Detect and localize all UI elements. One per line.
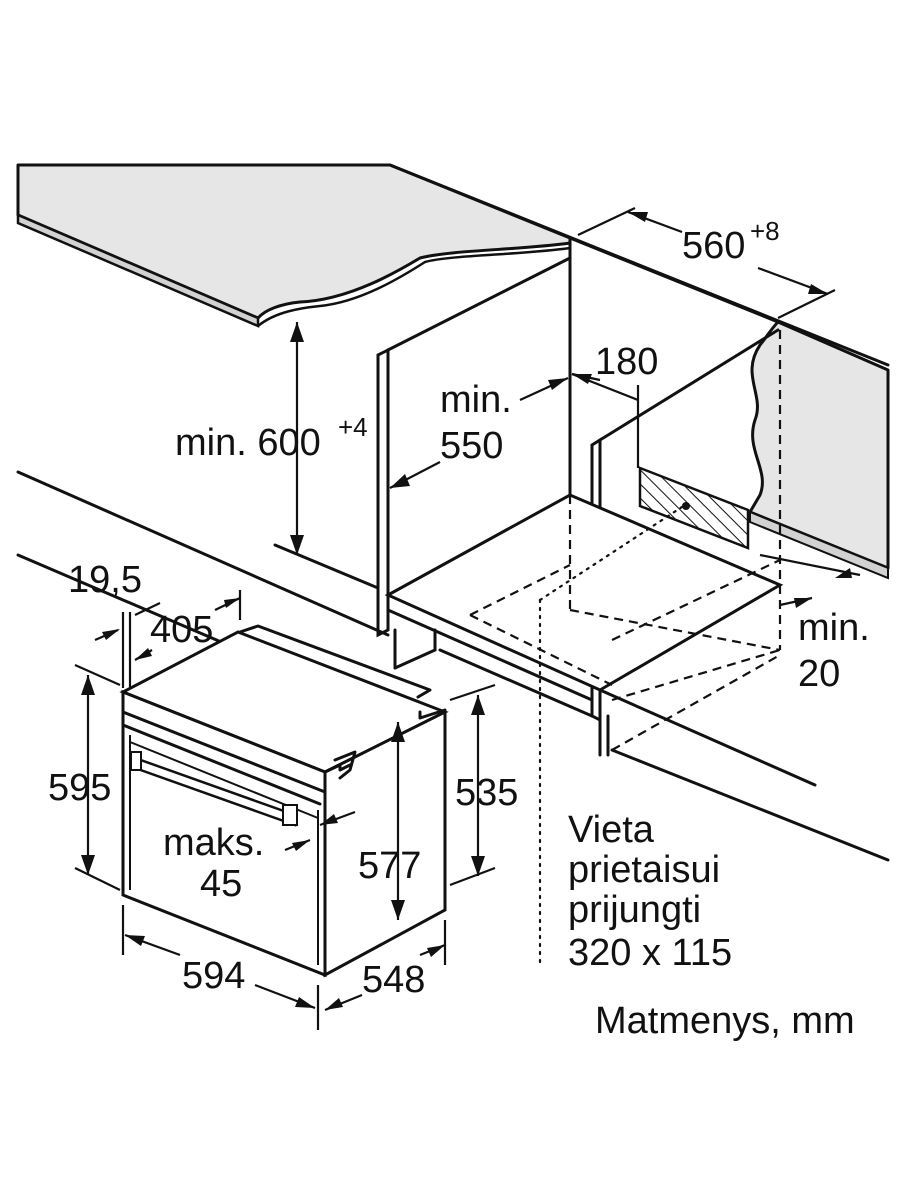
- label-handle-2: 45: [200, 863, 242, 905]
- label-socket-offset: 180: [595, 341, 658, 383]
- oven: [119, 624, 449, 978]
- label-niche-width-tolerance: +8: [750, 216, 780, 246]
- connection-area: [638, 466, 750, 550]
- label-gap-min-1: min.: [798, 607, 870, 649]
- label-connection-4: 320 x 115: [568, 932, 732, 974]
- label-gap-min-2: 20: [798, 653, 840, 695]
- label-connection-1: Vieta: [568, 809, 655, 851]
- label-panel-offset: 405: [150, 609, 213, 651]
- label-oven-width: 594: [182, 955, 245, 997]
- label-connection-3: prijungti: [568, 889, 701, 931]
- cabinet-niche: [16, 163, 890, 967]
- countertop-left: [16, 163, 572, 328]
- label-depth-min-2: 550: [440, 425, 503, 467]
- label-niche-height: min. 600: [175, 422, 321, 464]
- label-oven-depth: 548: [362, 959, 425, 1001]
- label-inner-height: 577: [358, 845, 421, 887]
- label-oven-height: 595: [48, 767, 111, 809]
- label-connection-2: prietaisui: [568, 849, 720, 891]
- label-depth-min-1: min.: [440, 379, 512, 421]
- label-oven-body-height: 535: [455, 772, 518, 814]
- dimension-lines: [74, 207, 861, 1030]
- label-panel-thickness: 19,5: [68, 559, 142, 601]
- label-niche-width: 560: [682, 225, 745, 267]
- label-niche-height-tolerance: +4: [338, 412, 368, 442]
- label-units: Matmenys, mm: [595, 1000, 855, 1042]
- label-handle-1: maks.: [163, 822, 264, 864]
- countertop-right: [748, 320, 890, 580]
